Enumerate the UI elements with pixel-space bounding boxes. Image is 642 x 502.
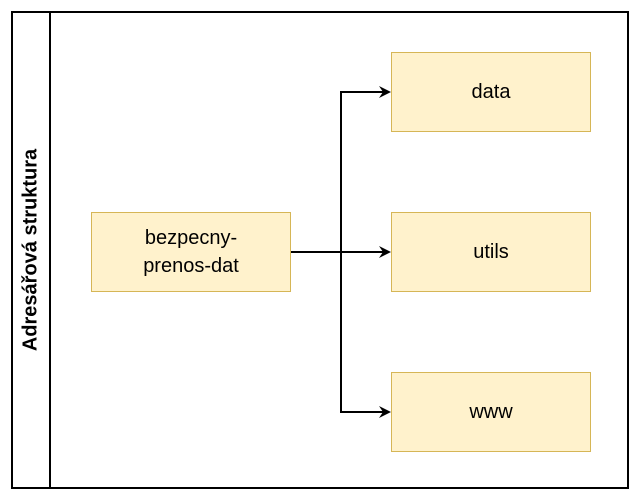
swimlane-header — [11, 11, 51, 489]
node-label: bezpecny- prenos-dat — [143, 224, 239, 280]
edge-to-data — [291, 86, 391, 253]
node-utils[interactable]: utils — [391, 212, 591, 292]
node-data[interactable]: data — [391, 52, 591, 132]
edge-to-www — [291, 251, 391, 418]
node-label: utils — [473, 241, 509, 263]
node-www[interactable]: www — [391, 372, 591, 452]
node-bezpecny-prenos-dat[interactable]: bezpecny- prenos-dat — [91, 212, 291, 292]
diagram-frame — [11, 11, 629, 489]
node-label: data — [471, 81, 511, 103]
node-label-line1: bezpecny- — [144, 227, 238, 249]
node-label-line2: prenos-dat — [143, 255, 239, 277]
node-label: www — [469, 401, 513, 423]
